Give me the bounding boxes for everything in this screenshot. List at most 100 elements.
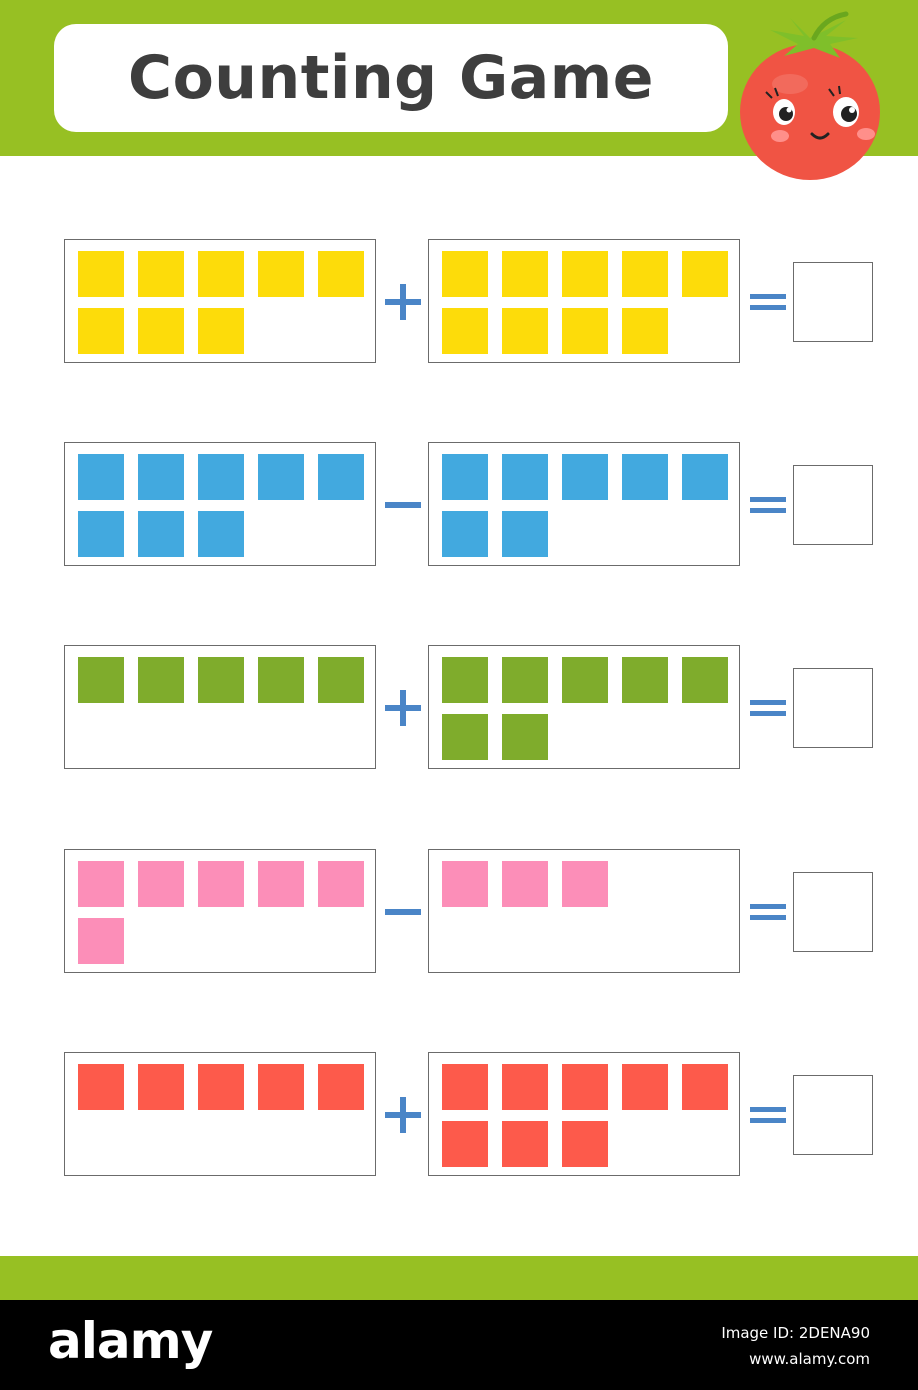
counting-square: [138, 511, 184, 557]
equals-icon: [750, 700, 786, 716]
right-square-group: [428, 1052, 740, 1176]
exercise-row: [0, 1052, 918, 1180]
counting-square: [442, 1064, 488, 1110]
counting-square: [502, 714, 548, 760]
footer-logo: alamy: [48, 1312, 213, 1370]
counting-square: [258, 861, 304, 907]
counting-square: [442, 454, 488, 500]
counting-square: [198, 657, 244, 703]
counting-square: [258, 454, 304, 500]
counting-square: [622, 308, 668, 354]
counting-square: [198, 251, 244, 297]
counting-square: [442, 308, 488, 354]
counting-square: [318, 454, 364, 500]
left-square-group: [64, 645, 376, 769]
counting-square: [502, 251, 548, 297]
counting-square: [562, 454, 608, 500]
counting-square: [318, 657, 364, 703]
counting-square: [318, 1064, 364, 1110]
counting-square: [622, 251, 668, 297]
image-id: Image ID: 2DENA90: [721, 1324, 870, 1342]
exercise-row: [0, 645, 918, 773]
counting-square: [198, 861, 244, 907]
counting-square: [442, 714, 488, 760]
equals-icon: [750, 294, 786, 310]
counting-square: [442, 511, 488, 557]
counting-square: [442, 861, 488, 907]
left-square-group: [64, 442, 376, 566]
plus-icon: [385, 690, 421, 726]
left-square-group: [64, 239, 376, 363]
counting-square: [502, 861, 548, 907]
counting-square: [138, 861, 184, 907]
answer-box[interactable]: [793, 262, 873, 342]
equals-icon: [750, 1107, 786, 1123]
counting-square: [78, 308, 124, 354]
counting-square: [562, 1121, 608, 1167]
counting-square: [198, 454, 244, 500]
counting-square: [318, 251, 364, 297]
counting-square: [562, 657, 608, 703]
counting-square: [442, 657, 488, 703]
site-url: www.alamy.com: [749, 1350, 870, 1368]
counting-square: [502, 454, 548, 500]
counting-square: [78, 511, 124, 557]
plus-icon: [385, 1097, 421, 1133]
counting-square: [502, 308, 548, 354]
counting-square: [682, 657, 728, 703]
counting-square: [622, 454, 668, 500]
counting-square: [138, 308, 184, 354]
counting-square: [682, 1064, 728, 1110]
counting-square: [258, 251, 304, 297]
counting-square: [198, 511, 244, 557]
answer-box[interactable]: [793, 1075, 873, 1155]
right-square-group: [428, 239, 740, 363]
footer-band: [0, 1256, 918, 1300]
right-square-group: [428, 645, 740, 769]
minus-icon: [385, 502, 421, 508]
counting-square: [562, 1064, 608, 1110]
minus-icon: [385, 909, 421, 915]
exercise-row: [0, 849, 918, 977]
title-box: Counting Game: [54, 24, 728, 132]
counting-square: [562, 861, 608, 907]
counting-square: [78, 657, 124, 703]
answer-box[interactable]: [793, 668, 873, 748]
counting-square: [682, 454, 728, 500]
counting-square: [78, 454, 124, 500]
counting-square: [78, 1064, 124, 1110]
counting-square: [502, 1121, 548, 1167]
equals-icon: [750, 497, 786, 513]
counting-square: [502, 511, 548, 557]
answer-box[interactable]: [793, 465, 873, 545]
counting-square: [258, 1064, 304, 1110]
counting-square: [138, 251, 184, 297]
right-square-group: [428, 442, 740, 566]
left-square-group: [64, 1052, 376, 1176]
footer: alamy Image ID: 2DENA90 www.alamy.com: [0, 1300, 918, 1390]
counting-square: [78, 918, 124, 964]
counting-square: [78, 251, 124, 297]
page-title: Counting Game: [128, 43, 654, 113]
counting-square: [138, 657, 184, 703]
exercise-row: [0, 442, 918, 570]
tomato-character-icon: [740, 11, 880, 180]
answer-box[interactable]: [793, 872, 873, 952]
counting-square: [78, 861, 124, 907]
equals-icon: [750, 904, 786, 920]
counting-square: [258, 657, 304, 703]
exercise-row: [0, 239, 918, 367]
right-square-group: [428, 849, 740, 973]
counting-square: [502, 1064, 548, 1110]
counting-square: [138, 454, 184, 500]
counting-square: [502, 657, 548, 703]
counting-square: [622, 1064, 668, 1110]
counting-square: [198, 308, 244, 354]
left-square-group: [64, 849, 376, 973]
counting-square: [562, 251, 608, 297]
footer-credits: Image ID: 2DENA90 www.alamy.com: [721, 1320, 870, 1372]
counting-square: [318, 861, 364, 907]
counting-square: [138, 1064, 184, 1110]
plus-icon: [385, 284, 421, 320]
counting-square: [442, 1121, 488, 1167]
